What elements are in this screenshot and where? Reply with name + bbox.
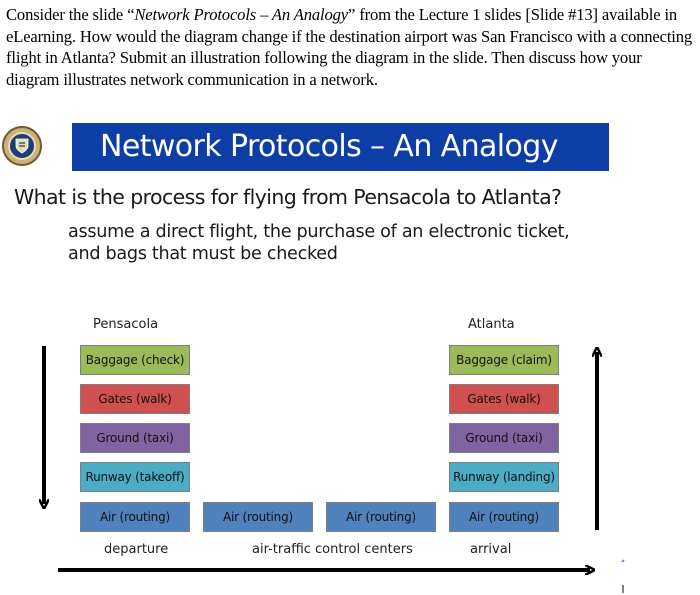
departure-gates-box: Gates (walk)	[80, 384, 190, 414]
question-text-start: Consider the slide “	[6, 5, 135, 24]
stray-tick	[621, 559, 625, 563]
arrival-gates-box: Gates (walk)	[449, 384, 559, 414]
atc-air-box-1: Air (routing)	[203, 502, 313, 532]
slide-headline: What is the process for flying from Pens…	[14, 185, 562, 209]
question-text-rest: ” from the Lecture 1 slides [Slide #13] …	[6, 5, 693, 89]
departure-ground-box: Ground (taxi)	[80, 423, 190, 453]
origin-city-label: Pensacola	[93, 317, 159, 332]
slide-name-italic: Network Protocols – An Analogy	[134, 5, 349, 24]
atc-label: air-traffic control centers	[252, 542, 413, 557]
destination-city-label: Atlanta	[468, 317, 515, 332]
departure-label: departure	[104, 542, 169, 557]
slide-title: Network Protocols – An Analogy	[72, 123, 609, 171]
departure-air-box: Air (routing)	[80, 502, 190, 532]
arrival-runway-box: Runway (landing)	[449, 462, 559, 492]
atc-air-box-2: Air (routing)	[326, 502, 436, 532]
university-seal-icon	[2, 126, 42, 166]
slide-subtext-line-1: assume a direct flight, the purchase of …	[68, 222, 570, 242]
arrival-label: arrival	[470, 542, 512, 557]
departure-runway-box: Runway (takeoff)	[80, 462, 190, 492]
departure-baggage-box: Baggage (check)	[80, 345, 190, 375]
arrival-ground-box: Ground (taxi)	[449, 423, 559, 453]
slide-subtext-line-2: and bags that must be checked	[68, 244, 338, 264]
arrival-baggage-box: Baggage (claim)	[449, 345, 559, 375]
arrival-air-box: Air (routing)	[449, 502, 559, 532]
assignment-question: Consider the slide “Network Protocols – …	[6, 4, 696, 90]
